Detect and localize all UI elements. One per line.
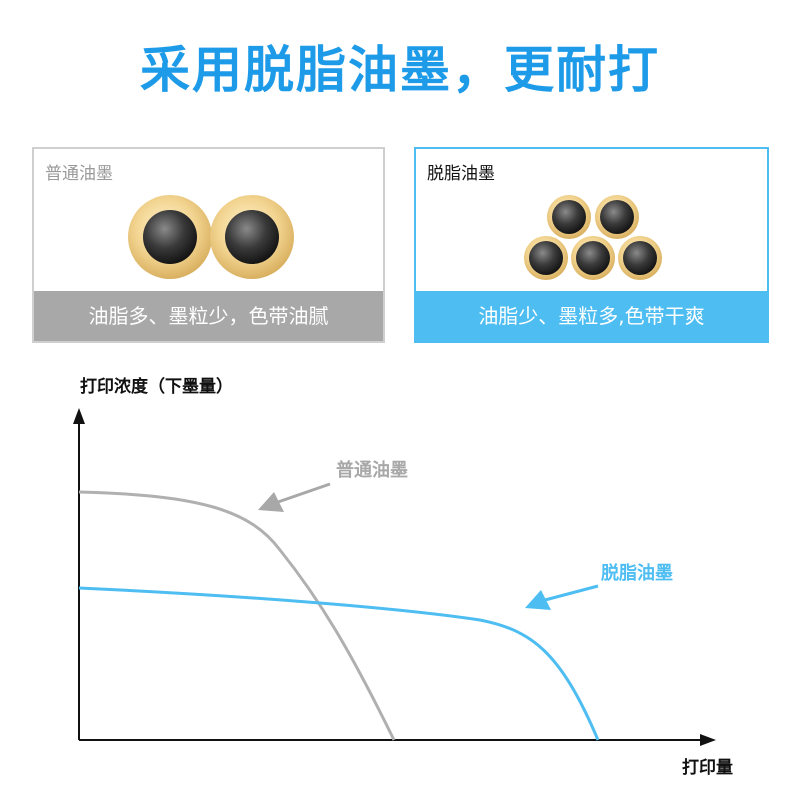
series-normal-pointer-head xyxy=(258,492,284,512)
series-degreased-line xyxy=(78,586,600,741)
y-axis-arrow xyxy=(73,408,85,424)
degreased-ink-particles xyxy=(524,195,662,280)
degreased-ink-footer: 油脂少、墨粒多,色带干爽 xyxy=(416,291,767,341)
series-degreased-pointer xyxy=(544,584,599,602)
normal-ink-footer: 油脂多、墨粒少，色带油腻 xyxy=(34,291,383,341)
degreased-ink-label: 脱脂油墨 xyxy=(427,164,495,184)
degreased-particle-2 xyxy=(595,195,639,239)
series-normal-pointer xyxy=(277,482,331,504)
series-degreased-pointer-head xyxy=(525,590,551,610)
degreased-particle-1 xyxy=(547,195,591,239)
degreased-ink-card: 脱脂油墨 xyxy=(414,147,769,343)
normal-ink-label: 普通油墨 xyxy=(45,164,113,184)
series-normal-line xyxy=(78,490,396,741)
chart-xlabel: 打印量 xyxy=(682,757,733,778)
series-degreased-label: 脱脂油墨 xyxy=(601,562,673,584)
degreased-particle-3 xyxy=(524,236,568,280)
page-headline: 采用脱脂油墨，更耐打 xyxy=(140,41,660,99)
degreased-particle-4 xyxy=(571,236,615,280)
normal-particle-1 xyxy=(128,195,212,279)
normal-ink-card: 普通油墨 油脂多、墨粒少，色带油腻 xyxy=(32,147,385,343)
normal-particle-2 xyxy=(210,195,294,279)
x-axis-arrow xyxy=(700,734,716,746)
degreased-particle-5 xyxy=(618,236,662,280)
chart-ylabel: 打印浓度（下墨量） xyxy=(80,376,233,397)
normal-ink-particles xyxy=(128,195,294,279)
series-normal-label: 普通油墨 xyxy=(336,459,408,481)
density-chart: 打印浓度（下墨量） 打印量 普通油墨 脱脂油墨 xyxy=(73,376,733,778)
